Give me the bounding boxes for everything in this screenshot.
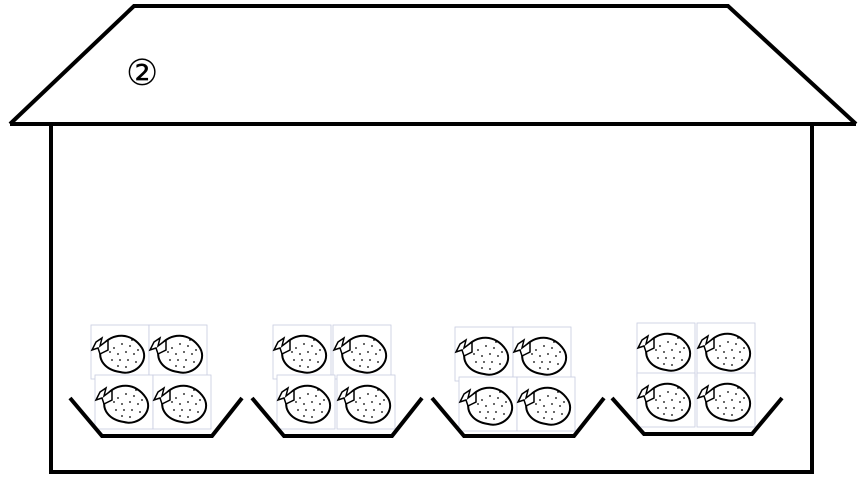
house-roof: [10, 6, 856, 124]
strawberry: [455, 327, 513, 381]
strawberry: [91, 325, 149, 379]
strawberry: [277, 375, 335, 429]
basket-2: [252, 325, 422, 436]
strawberry: [149, 325, 207, 379]
strawberry: [697, 323, 755, 377]
strawberry: [333, 325, 391, 379]
strawberry: [153, 375, 211, 429]
strawberry: [513, 327, 571, 381]
strawberry: [337, 375, 395, 429]
strawberry: [697, 373, 755, 427]
basket-4: [612, 323, 782, 434]
strawberry: [95, 375, 153, 429]
basket-1: [70, 325, 242, 436]
strawberry: [517, 377, 575, 431]
strawberry: [637, 373, 695, 427]
strawberry: [637, 323, 695, 377]
basket-3: [432, 327, 604, 436]
strawberry: [459, 377, 517, 431]
strawberry: [273, 325, 331, 379]
